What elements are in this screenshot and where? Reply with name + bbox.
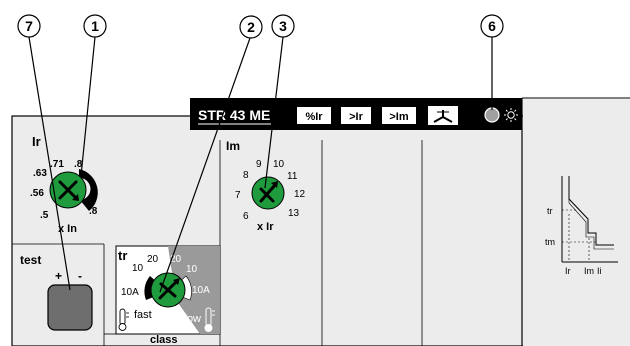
im-scale-9: 9 bbox=[256, 159, 262, 170]
test-minus: - bbox=[78, 269, 82, 283]
curve-label-ii: Ii bbox=[597, 266, 602, 276]
callout-7: 7 bbox=[17, 14, 41, 38]
callout-2: 2 bbox=[239, 15, 263, 39]
ir-scale-071: .71 bbox=[50, 159, 64, 170]
trip-unit-panel bbox=[11, 97, 630, 346]
callout-leaders bbox=[28, 36, 493, 293]
ir-scale-056: .56 bbox=[30, 188, 44, 199]
ir-dial-group: Ir .5 .56 .63 .71 .8 .8 x In bbox=[30, 134, 98, 235]
tr-dial-arrow bbox=[158, 278, 180, 300]
ir-range-arc bbox=[79, 169, 98, 211]
im-scale-6: 6 bbox=[243, 211, 249, 222]
class-label: class bbox=[150, 334, 178, 346]
svg-text:>Im: >Im bbox=[389, 111, 408, 123]
button-over-ir[interactable]: >Ir bbox=[341, 107, 371, 124]
tr-dial-group: tr 10A 10 20 20 10 10A fast slow bbox=[104, 245, 221, 346]
slow-scale-20: 20 bbox=[170, 254, 182, 265]
im-dial-arrow bbox=[259, 181, 278, 203]
slow-thermometer-icon bbox=[204, 307, 215, 332]
im-title: Im bbox=[226, 139, 240, 153]
svg-text:2: 2 bbox=[247, 19, 255, 35]
im-scale-7: 7 bbox=[235, 190, 241, 201]
im-unit: x Ir bbox=[257, 221, 274, 233]
slow-scale-10: 10 bbox=[186, 264, 198, 275]
svg-text:1: 1 bbox=[91, 18, 99, 34]
svg-text:%Ir: %Ir bbox=[305, 111, 323, 123]
fast-scale-10: 10 bbox=[132, 263, 144, 274]
trip-curve-icon: tr tm Ir Im Ii bbox=[545, 176, 618, 276]
ir-dial-arrow bbox=[58, 180, 79, 201]
test-button[interactable] bbox=[47, 284, 93, 331]
svg-text:7: 7 bbox=[25, 18, 33, 34]
fast-thermometer-icon bbox=[118, 308, 129, 331]
ir-scale-08-top: .8 bbox=[74, 159, 83, 170]
ir-title: Ir bbox=[32, 134, 41, 149]
ir-scale-063: .63 bbox=[33, 168, 47, 179]
model-label: STR 43 ME bbox=[198, 107, 270, 123]
test-plus: + bbox=[55, 269, 62, 283]
curve-label-ir: Ir bbox=[565, 266, 571, 276]
curve-label-tm: tm bbox=[545, 237, 555, 247]
callout-1: 1 bbox=[83, 14, 107, 38]
slow-label: slow bbox=[179, 313, 201, 325]
button-ir-percent[interactable]: %Ir bbox=[297, 107, 331, 124]
button-over-im[interactable]: >Im bbox=[382, 107, 416, 124]
im-scale-11: 11 bbox=[287, 171, 298, 182]
curve-label-tr: tr bbox=[547, 206, 553, 216]
callout-6: 6 bbox=[480, 14, 504, 38]
model-banner: STR 43 ME %Ir >Ir >Im bbox=[190, 98, 522, 130]
fast-scale-20: 20 bbox=[147, 254, 159, 265]
im-scale-10: 10 bbox=[273, 159, 285, 170]
im-scale-13: 13 bbox=[288, 208, 300, 219]
curve-label-im: Im bbox=[584, 266, 594, 276]
test-title: test bbox=[20, 253, 41, 267]
fast-label: fast bbox=[134, 309, 152, 321]
callout-3: 3 bbox=[271, 14, 295, 38]
svg-text:6: 6 bbox=[488, 18, 496, 34]
svg-text:>Ir: >Ir bbox=[349, 111, 363, 123]
led-indicator-icon bbox=[484, 107, 500, 123]
ir-unit: x In bbox=[58, 223, 77, 235]
im-scale-12: 12 bbox=[294, 189, 306, 200]
phase-imbalance-icon bbox=[428, 106, 458, 125]
tr-title: tr bbox=[118, 248, 127, 263]
svg-text:3: 3 bbox=[279, 18, 287, 34]
im-dial-group: Im 6 7 8 9 10 11 12 13 x Ir bbox=[226, 139, 306, 233]
im-scale-8: 8 bbox=[243, 170, 249, 181]
sun-icon bbox=[504, 108, 518, 122]
slow-scale-10a: 10A bbox=[192, 285, 210, 296]
test-section: test + - bbox=[12, 243, 105, 346]
ir-scale-05: .5 bbox=[40, 210, 49, 221]
fast-scale-10a: 10A bbox=[121, 287, 139, 298]
ir-scale-08-bottom: .8 bbox=[89, 206, 98, 217]
